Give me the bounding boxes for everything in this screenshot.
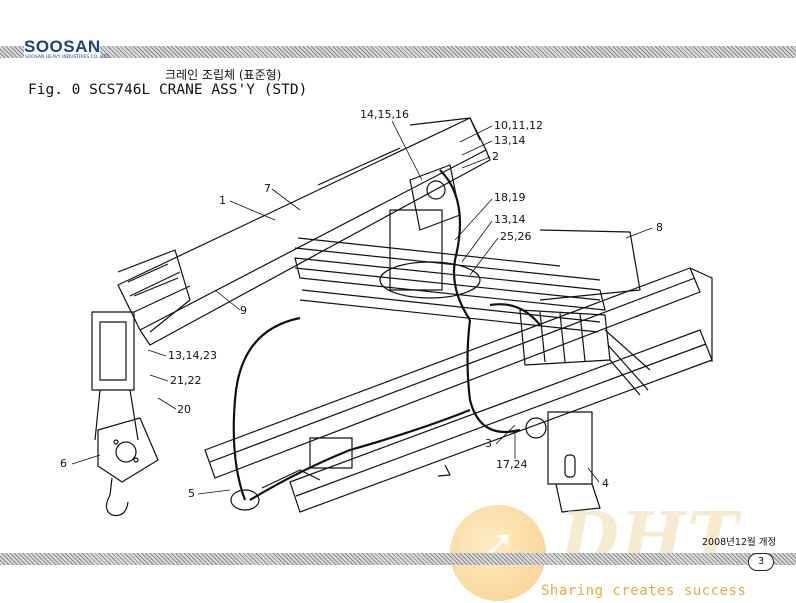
chassis-frame — [204, 267, 713, 513]
callout-2: 2 — [492, 150, 499, 163]
main-boom — [117, 117, 491, 346]
header-hatch-band — [0, 46, 796, 58]
callout-13-14-mid: 13,14 — [494, 213, 526, 226]
callout-5: 5 — [188, 487, 195, 500]
revision-date: 2008년12월 개정 — [702, 537, 777, 548]
callout-21-22: 21,22 — [170, 374, 202, 387]
callout-leader-lines — [71, 120, 653, 495]
callout-18-19: 18,19 — [494, 191, 526, 204]
outrigger-beams — [294, 229, 641, 333]
callout-20: 20 — [177, 403, 191, 416]
callout-8: 8 — [656, 221, 663, 234]
callout-17-24: 17,24 — [496, 458, 528, 471]
callout-13-14-top: 13,14 — [494, 134, 526, 147]
callout-13-14-23: 13,14,23 — [168, 349, 217, 362]
callout-1: 1 — [219, 194, 226, 207]
callout-6: 6 — [60, 457, 67, 470]
logo-text: SOOSAN — [24, 37, 101, 56]
callout-25-26: 25,26 — [500, 230, 532, 243]
hydraulic-hoses — [232, 169, 541, 501]
watermark-tagline: Sharing creates success — [541, 583, 747, 599]
figure-title: Fig. 0 SCS746L CRANE ASS'Y (STD) — [28, 82, 308, 98]
callout-9: 9 — [240, 304, 247, 317]
logo-subtitle: SOOSAN HEAVY INDUSTRIES CO., LTD. — [25, 55, 111, 60]
base-assembly — [230, 437, 451, 511]
footer-hatch-band — [0, 553, 796, 565]
outrigger-leg — [525, 411, 601, 513]
hook-block — [94, 389, 159, 517]
callout-10-11-12: 10,11,12 — [494, 119, 543, 132]
callout-14-15-16: 14,15,16 — [360, 108, 409, 121]
control-valves — [519, 309, 651, 396]
page-number: 3 — [748, 553, 774, 571]
soosan-logo: SOOSAN SOOSAN HEAVY INDUSTRIES CO., LTD. — [24, 37, 111, 62]
title-korean: 크레인 조립체 (표준형) — [165, 68, 282, 82]
boom-head — [91, 249, 191, 391]
callout-3: 3 — [485, 437, 492, 450]
callout-7: 7 — [264, 182, 271, 195]
callout-4: 4 — [602, 477, 609, 490]
